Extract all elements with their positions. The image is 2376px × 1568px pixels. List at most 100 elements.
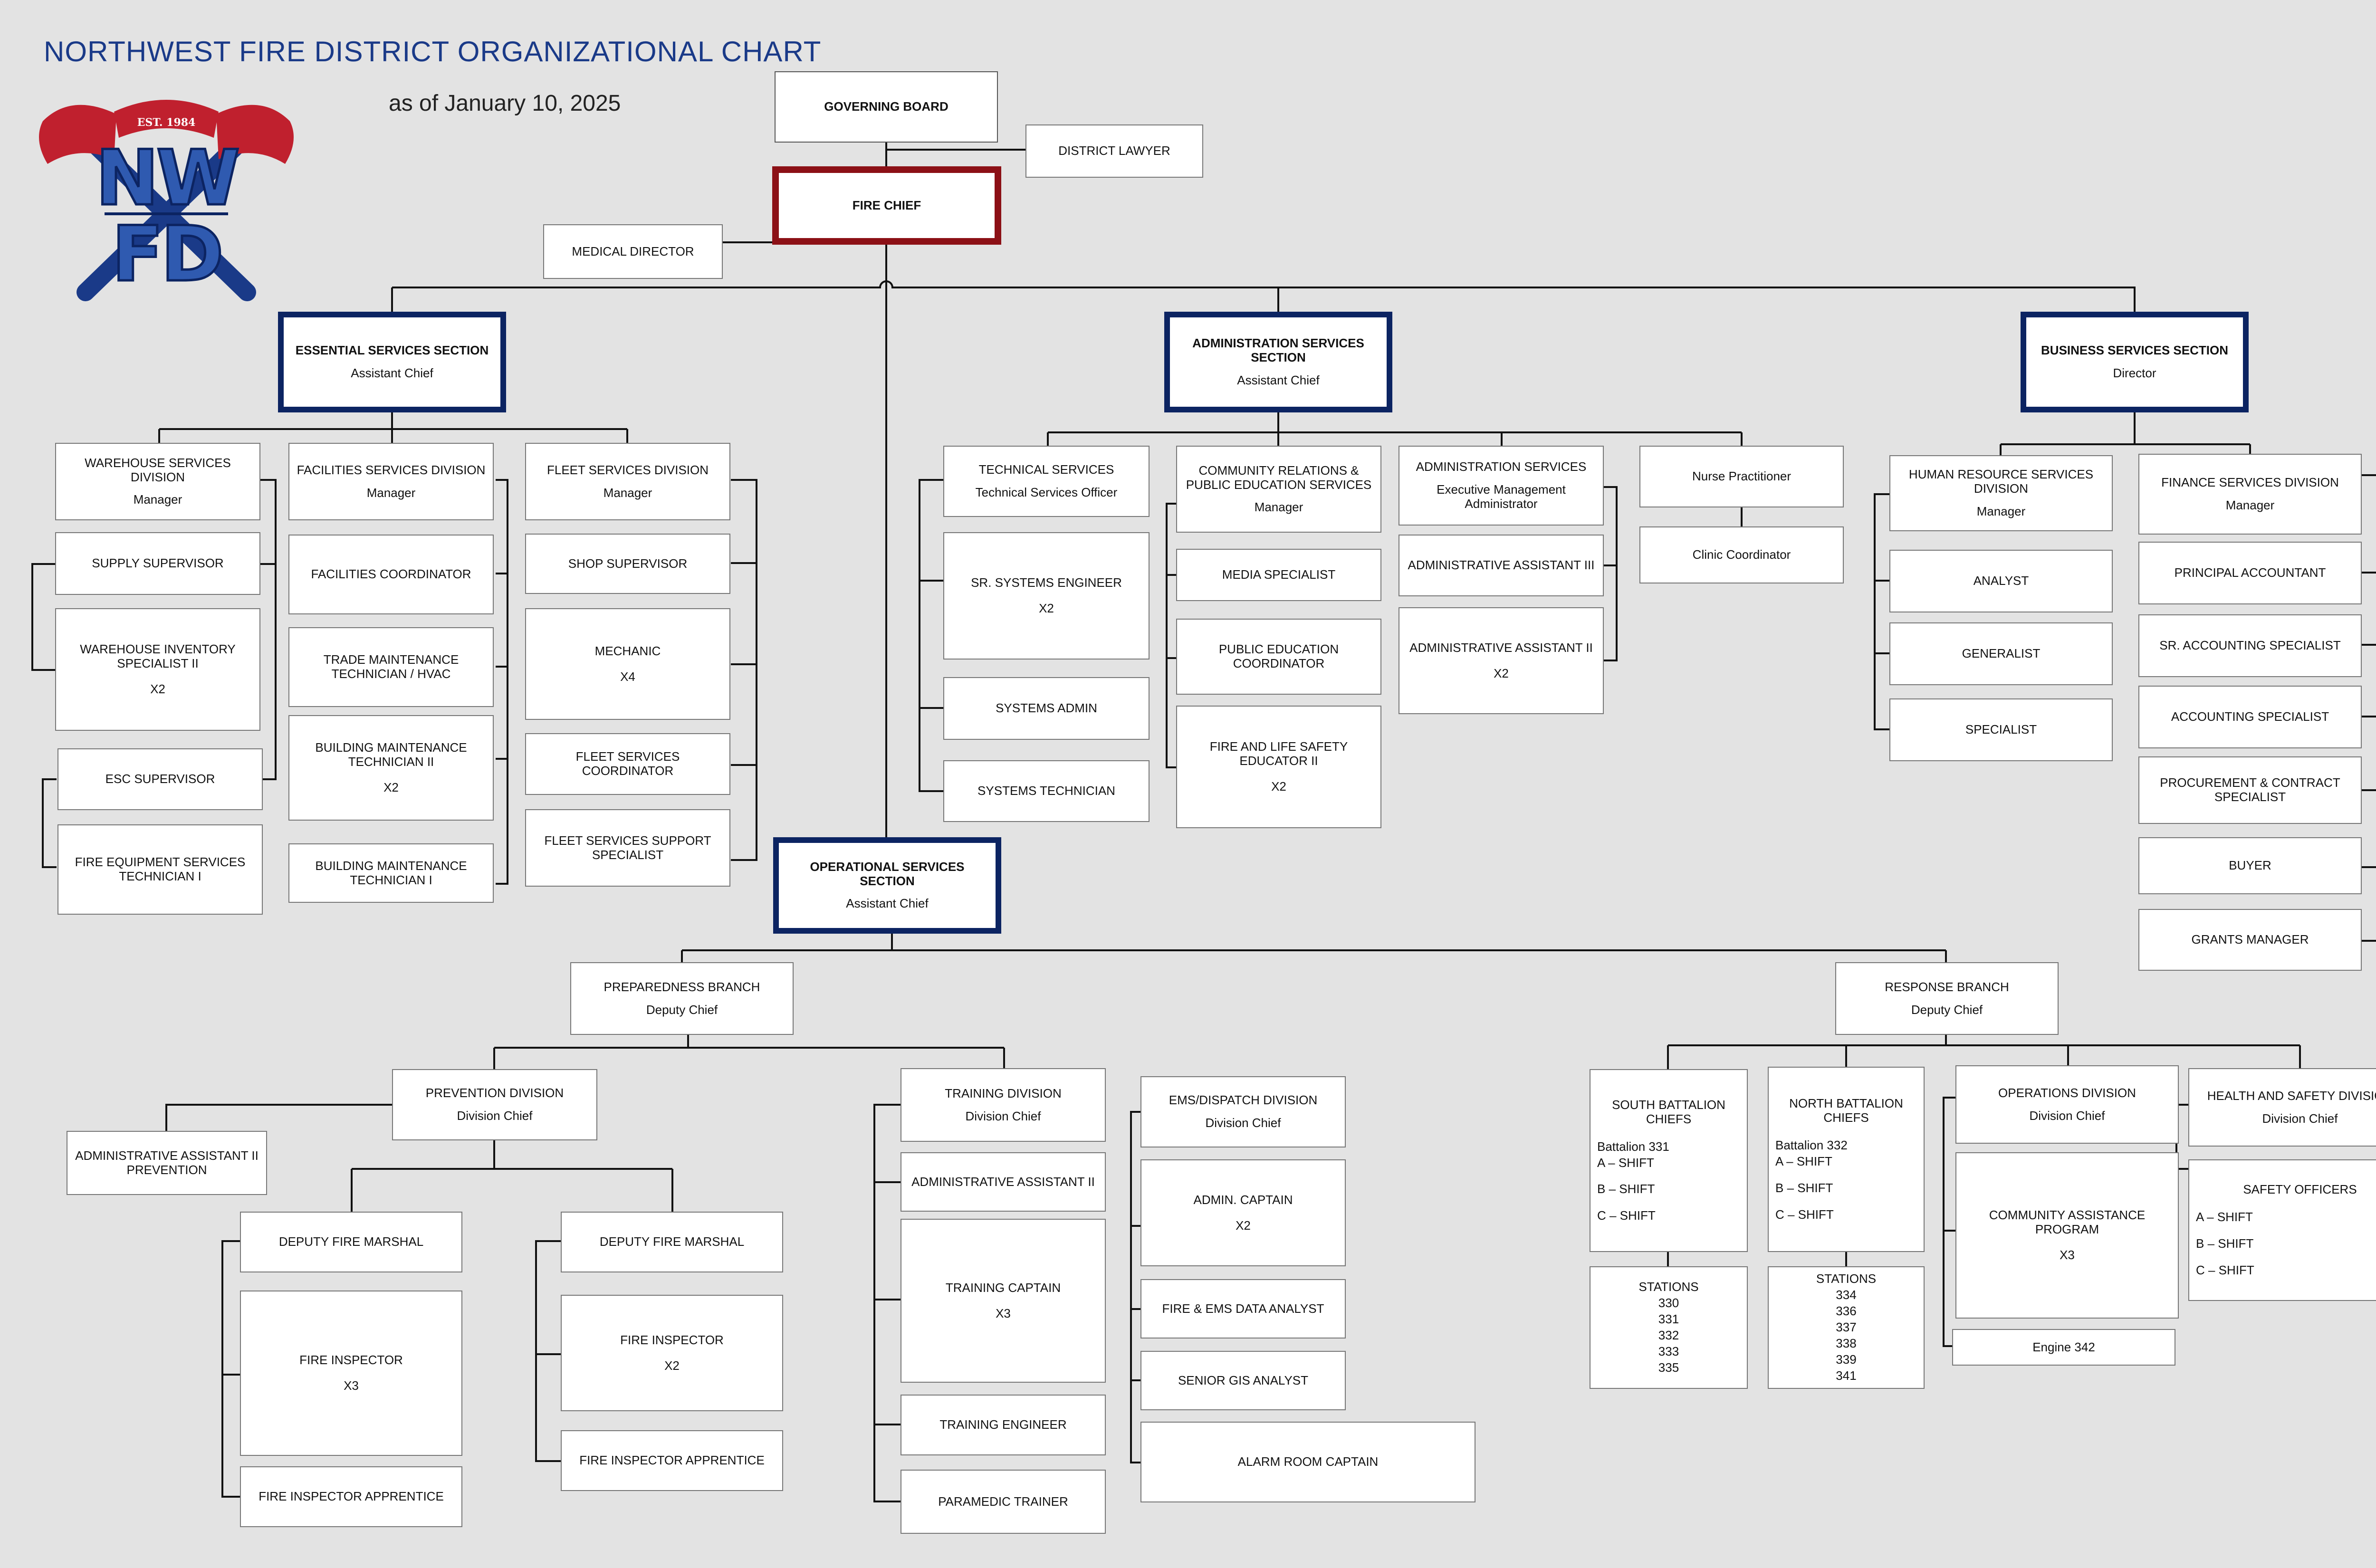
box-title: FIRE INSPECTOR: [620, 1332, 724, 1347]
box-title: SYSTEMS TECHNICIAN: [977, 784, 1115, 798]
box-title: FIRE & EMS DATA ANALYST: [1162, 1301, 1324, 1316]
box-title: BUSINESS SERVICES SECTION: [2041, 343, 2228, 358]
org-box-fire-insp-app-1: FIRE INSPECTOR APPRENTICE: [240, 1466, 462, 1527]
box-title: ALARM ROOM CAPTAIN: [1237, 1454, 1379, 1469]
box-title: SOUTH BATTALION CHIEFS: [1612, 1097, 1725, 1126]
box-title: SPECIALIST: [1965, 722, 2037, 737]
org-box-response: RESPONSE BRANCH Deputy Chief: [1835, 962, 2059, 1035]
svg-text:FD: FD: [112, 210, 221, 298]
box-role: Executive Management Administrator: [1437, 482, 1566, 511]
box-role: Assistant Chief: [1237, 373, 1320, 387]
org-box-operational: OPERATIONAL SERVICES SECTION Assistant Ch…: [773, 837, 1001, 934]
box-count: X3: [2060, 1247, 2075, 1262]
box-title: BUILDING MAINTENANCE TECHNICIAN II: [315, 740, 467, 769]
org-box-esc-supervisor: ESC SUPERVISOR: [57, 748, 263, 810]
box-title: EMS/DISPATCH DIVISION: [1169, 1093, 1318, 1108]
box-title: TRAINING ENGINEER: [939, 1417, 1067, 1432]
box-title: OPERATIONAL SERVICES SECTION: [810, 859, 965, 888]
org-box-generalist: GENERALIST: [1889, 622, 2113, 685]
box-title: MEDIA SPECIALIST: [1222, 567, 1336, 582]
box-count: X3: [996, 1306, 1011, 1320]
box-line: 331: [1658, 1312, 1679, 1327]
banner-icon: [114, 100, 219, 138]
box-title: STATIONS: [1816, 1272, 1877, 1286]
org-box-sr-acct-spec: SR. ACCOUNTING SPECIALIST: [2138, 614, 2362, 677]
box-title: NORTH BATTALION CHIEFS: [1789, 1096, 1903, 1125]
box-line: 335: [1658, 1360, 1679, 1375]
org-box-alarm-room: ALARM ROOM CAPTAIN: [1140, 1422, 1475, 1502]
box-line: C – SHIFT: [2196, 1262, 2254, 1277]
org-box-admin-asst-train: ADMINISTRATIVE ASSISTANT II: [901, 1152, 1106, 1212]
box-title: ADMINISTRATIVE ASSISTANT II: [911, 1174, 1095, 1189]
box-count: X2: [1236, 1218, 1251, 1233]
svg-text:EST. 1984: EST. 1984: [137, 116, 196, 129]
box-title: WAREHOUSE INVENTORY SPECIALIST II: [80, 642, 236, 671]
org-box-prevention-div: PREVENTION DIVISION Division Chief: [392, 1069, 597, 1140]
box-role: Director: [2113, 366, 2156, 380]
box-title: RESPONSE BRANCH: [1885, 979, 2009, 994]
org-box-admin-asst-3: ADMINISTRATIVE ASSISTANT III: [1399, 535, 1604, 596]
box-title: PROCUREMENT & CONTRACT SPECIALIST: [2160, 775, 2340, 804]
box-title: FLEET SERVICES COORDINATOR: [575, 749, 680, 778]
box-title: ADMIN. CAPTAIN: [1193, 1192, 1293, 1207]
box-role: Manager: [603, 485, 652, 500]
box-count: X4: [620, 669, 635, 684]
org-box-health-safety: HEALTH AND SAFETY DIVISION Division Chief: [2188, 1068, 2376, 1147]
org-box-dfm-2: DEPUTY FIRE MARSHAL: [561, 1212, 783, 1272]
org-box-supply-supervisor: SUPPLY SUPERVISOR: [55, 532, 260, 595]
box-line: B – SHIFT: [2196, 1236, 2254, 1251]
box-title: PUBLIC EDUCATION COORDINATOR: [1218, 642, 1339, 670]
box-line: A – SHIFT: [1597, 1155, 1654, 1170]
org-box-fire-chief: FIRE CHIEF: [772, 166, 1001, 245]
box-title: PRINCIPAL ACCOUNTANT: [2174, 565, 2326, 580]
box-title: FIRE EQUIPMENT SERVICES TECHNICIAN I: [75, 855, 246, 883]
box-count: X2: [1271, 779, 1286, 794]
org-box-fire-ems-analyst: FIRE & EMS DATA ANALYST: [1140, 1279, 1346, 1339]
box-role: Division Chief: [2029, 1108, 2105, 1123]
org-box-dfm-1: DEPUTY FIRE MARSHAL: [240, 1212, 462, 1272]
box-title: COMMUNITY ASSISTANCE PROGRAM: [1989, 1208, 2146, 1237]
box-title: PREVENTION DIVISION: [425, 1086, 564, 1100]
box-title: FIRE INSPECTOR APPRENTICE: [579, 1453, 765, 1468]
box-role: Assistant Chief: [351, 366, 433, 380]
box-title: MECHANIC: [594, 643, 661, 658]
box-role: Division Chief: [2262, 1111, 2338, 1126]
box-title: ACCOUNTING SPECIALIST: [2171, 709, 2329, 724]
org-box-specialist: SPECIALIST: [1889, 698, 2113, 761]
org-box-fleet-support: FLEET SERVICES SUPPORT SPECIALIST: [525, 809, 730, 887]
box-count: X2: [150, 681, 165, 696]
box-role: Deputy Chief: [1911, 1002, 1983, 1017]
box-title: SENIOR GIS ANALYST: [1178, 1373, 1309, 1387]
org-box-admin-captain: ADMIN. CAPTAIN X2: [1140, 1159, 1346, 1266]
box-title: ADMINISTRATIVE ASSISTANT II: [1409, 640, 1593, 655]
box-line: 341: [1836, 1368, 1857, 1383]
org-box-clinic-coord: Clinic Coordinator: [1639, 526, 1844, 583]
box-title: Engine 342: [2032, 1339, 2095, 1354]
org-box-trade-maint: TRADE MAINTENANCE TECHNICIAN / HVAC: [288, 627, 494, 707]
box-count: X2: [1494, 666, 1509, 680]
box-line: 330: [1658, 1296, 1679, 1310]
box-title: HUMAN RESOURCE SERVICES DIVISION: [1908, 467, 2094, 496]
box-title: FACILITIES COORDINATOR: [311, 567, 471, 582]
box-count: X2: [664, 1358, 680, 1373]
org-box-admin-asst-prev: ADMINISTRATIVE ASSISTANT II PREVENTION: [67, 1131, 267, 1195]
box-role: Manager: [366, 485, 416, 500]
box-role: Assistant Chief: [846, 896, 929, 911]
box-title: HEALTH AND SAFETY DIVISION: [2207, 1088, 2376, 1103]
org-box-procurement: PROCUREMENT & CONTRACT SPECIALIST: [2138, 756, 2362, 824]
box-role: Division Chief: [457, 1109, 533, 1123]
org-box-business: BUSINESS SERVICES SECTION Director: [2021, 312, 2249, 412]
box-title: TECHNICAL SERVICES: [978, 462, 1114, 477]
box-title: SR. ACCOUNTING SPECIALIST: [2159, 638, 2341, 653]
box-title: MEDICAL DIRECTOR: [572, 244, 694, 258]
box-title: GRANTS MANAGER: [2191, 932, 2309, 947]
box-line: Battalion 331: [1597, 1139, 1669, 1154]
